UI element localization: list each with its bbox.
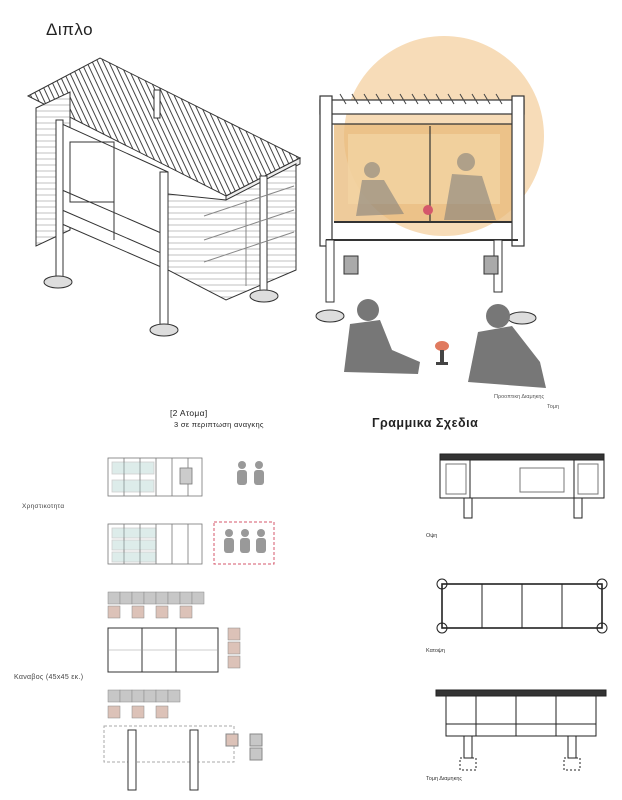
line-drawings-title: Γραμμικα Σχεδια [372, 416, 479, 430]
bed-plan-3-persons [107, 523, 203, 565]
outdoor-figures [344, 299, 546, 388]
grid-tiles-bottom [107, 689, 181, 719]
person-icon [237, 461, 247, 485]
person-icon [254, 461, 264, 485]
person-icons-3 [224, 529, 266, 553]
interior-figures [356, 153, 496, 220]
grid-tiles-top [107, 591, 205, 619]
person-icon [256, 529, 266, 553]
perspective-caption-line1: Προοπτικη Διαμηκης [494, 394, 545, 400]
bed-plan-2-persons [107, 457, 203, 497]
person-icons-2 [237, 461, 264, 485]
elevation-drawing [439, 453, 605, 519]
grid-plan-top [107, 627, 219, 673]
dashed-frame [213, 521, 275, 565]
plan-caption: Κατοψη [426, 648, 445, 654]
section-caption: Τομη Διαμηκης [426, 776, 463, 782]
persons-subtitle: 3 σε περιπτωση αναγκης [174, 420, 264, 429]
person-icon [240, 529, 250, 553]
lamp-icon [423, 205, 433, 215]
page-title: Διπλο [46, 20, 94, 39]
grid-label: Καναβος (45x45 εκ.) [14, 674, 84, 681]
plan-drawing [436, 578, 608, 634]
perspective-section [315, 36, 546, 388]
section-drawing [435, 689, 607, 771]
functionality-label: Χρηστικοτητα [22, 503, 65, 510]
outdoor-lamp-icon [435, 341, 449, 365]
perspective-caption-line2: Τομη [547, 404, 560, 410]
grid-tiles-side [227, 627, 241, 669]
elevation-caption: Οψη [426, 533, 438, 539]
person-icon [224, 529, 234, 553]
axonometric-hut [26, 57, 302, 337]
persons-title: [2 Ατομα] [170, 408, 208, 418]
grid-section-bottom [103, 725, 263, 791]
